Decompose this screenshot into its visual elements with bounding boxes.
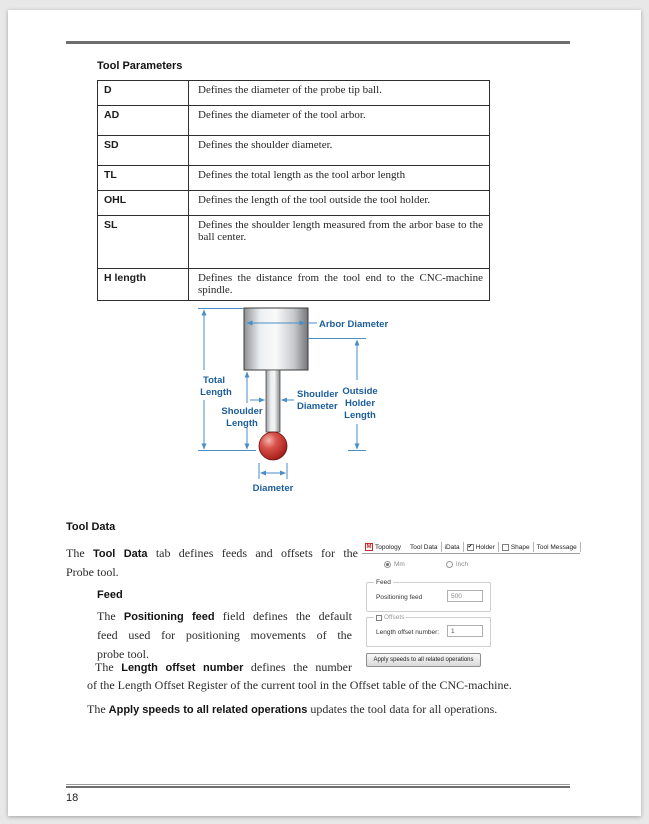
parameter-key: SL	[97, 215, 189, 269]
app-logo-icon: M	[365, 543, 373, 551]
parameter-key: H length	[97, 268, 189, 301]
probe-tool-diagram: Arbor Diameter Total Length Shoulder Len…	[198, 307, 388, 494]
intro-paragraph: The Tool Data tab defines feeds and offs…	[66, 544, 358, 582]
dimension-arrows	[198, 308, 366, 479]
parameter-key: TL	[97, 165, 189, 191]
feed-group: Feed Positioning feed	[366, 579, 491, 612]
bottom-rule	[66, 784, 570, 788]
offsets-group: Offsets Length offset number:	[366, 614, 491, 647]
paragraph-line: probe tool.	[97, 647, 149, 661]
tab-label: iData	[444, 543, 460, 551]
parameter-definition: Defines the diameter of the tool arbor.	[188, 105, 490, 136]
apply-paragraph: The Apply speeds to all related operatio…	[87, 702, 498, 716]
probe-ball-shape	[258, 431, 288, 461]
feed-heading: Feed	[97, 589, 123, 601]
offset-paragraph: The Length offset number defines the num…	[95, 660, 353, 674]
table-row: SL Defines the shoulder length measured …	[97, 215, 490, 269]
feed-paragraph: The Positioning feed field defines the d…	[97, 607, 352, 664]
tab-label: Holder	[475, 543, 495, 551]
document-page: Tool Parameters D Defines the diameter o…	[8, 10, 641, 816]
parameter-key: SD	[97, 135, 189, 166]
inch-radio[interactable]	[445, 561, 453, 568]
inch-radio-label: Inch	[455, 561, 469, 568]
holder-checkbox-checked[interactable]: ✔	[466, 543, 474, 551]
outside-holder-length-label: Outside	[342, 386, 377, 397]
tab-idata[interactable]: iData	[442, 542, 464, 552]
mm-radio[interactable]	[384, 561, 391, 568]
tab-label: Topology	[375, 543, 402, 551]
mm-radio-label: Mm	[394, 561, 405, 568]
tab-shape[interactable]: Shape	[499, 542, 534, 552]
parameter-definition: Defines the shoulder diameter.	[188, 135, 490, 166]
total-length-label: Length	[200, 387, 232, 398]
outside-holder-length-label: Holder	[345, 398, 375, 409]
tab-label: Tool Message	[536, 543, 577, 551]
top-rule	[66, 41, 570, 44]
tab-tool-message[interactable]: Tool Message	[534, 542, 581, 552]
tab-label: Tool Data	[410, 543, 438, 551]
length-offset-number-label: Length offset number:	[376, 629, 440, 636]
table-row: H length Defines the distance from the t…	[97, 268, 490, 301]
feed-group-legend: Feed	[374, 579, 393, 586]
arbor-diameter-label: Arbor Diameter	[319, 319, 388, 330]
parameter-definition: Defines the length of the tool outside t…	[188, 190, 490, 216]
parameter-definition: Defines the diameter of the probe tip ba…	[188, 80, 490, 106]
shoulder-length-label: Shoulder	[221, 406, 262, 417]
ball-diameter-label: Diameter	[253, 483, 294, 494]
tool-data-heading: Tool Data	[66, 521, 116, 533]
length-offset-number-input[interactable]	[447, 625, 483, 637]
table-row: SD Defines the shoulder diameter.	[97, 135, 490, 166]
parameter-key: AD	[97, 105, 189, 136]
paragraph-line: The Positioning feed field defines the d…	[97, 609, 352, 623]
parameter-definition: Defines the shoulder length measured fro…	[188, 215, 490, 269]
parameter-definition: Defines the total length as the tool arb…	[188, 165, 490, 191]
shape-checkbox-unchecked[interactable]	[501, 543, 509, 551]
shoulder-shaft-shape	[265, 369, 281, 433]
tab-topology[interactable]: M Topology	[362, 542, 407, 552]
table-row: TL Defines the total length as the tool …	[97, 165, 490, 191]
positioning-feed-label: Positioning feed	[376, 594, 423, 601]
tool-parameters-table: D Defines the diameter of the probe tip …	[97, 80, 490, 301]
table-row: OHL Defines the length of the tool outsi…	[97, 190, 490, 216]
offsets-checkbox-unchecked[interactable]	[376, 614, 382, 621]
units-radio-group: Mm Inch	[384, 561, 468, 568]
tab-tool-data[interactable]: Tool Data	[407, 542, 442, 552]
table-row: D Defines the diameter of the probe tip …	[97, 80, 490, 106]
parameter-key: D	[97, 80, 189, 106]
positioning-feed-input[interactable]	[447, 590, 483, 602]
apply-speeds-button[interactable]: Apply speeds to all related operations	[366, 653, 481, 667]
page-number: 18	[66, 792, 79, 804]
tab-holder[interactable]: ✔ Holder	[464, 542, 499, 552]
shoulder-diameter-label: Diameter	[297, 401, 338, 412]
total-length-label: Total	[203, 375, 225, 386]
shoulder-diameter-label: Shoulder	[297, 389, 338, 400]
shoulder-length-label: Length	[226, 418, 258, 429]
outside-holder-length-label: Length	[344, 410, 376, 421]
paragraph-line: The Tool Data tab defines feeds and offs…	[66, 546, 358, 560]
offsets-legend-label: Offsets	[384, 614, 405, 621]
parameter-definition: Defines the distance from the tool end t…	[188, 268, 490, 301]
tab-bar: M Topology Tool Data iData ✔ Holder Shap…	[362, 541, 581, 554]
paragraph-line: Probe tool.	[66, 565, 119, 579]
paragraph-line: feed used for positioning movements of t…	[97, 628, 352, 642]
tool-parameters-heading: Tool Parameters	[97, 60, 183, 72]
tab-label: Shape	[510, 543, 530, 551]
table-row: AD Defines the diameter of the tool arbo…	[97, 105, 490, 136]
offsets-group-legend: Offsets	[374, 614, 407, 621]
arbor-shape	[243, 307, 309, 371]
embedded-tool-data-screenshot: M Topology Tool Data iData ✔ Holder Shap…	[362, 540, 581, 671]
parameter-key: OHL	[97, 190, 189, 216]
offset-paragraph: of the Length Offset Register of the cur…	[87, 678, 512, 692]
